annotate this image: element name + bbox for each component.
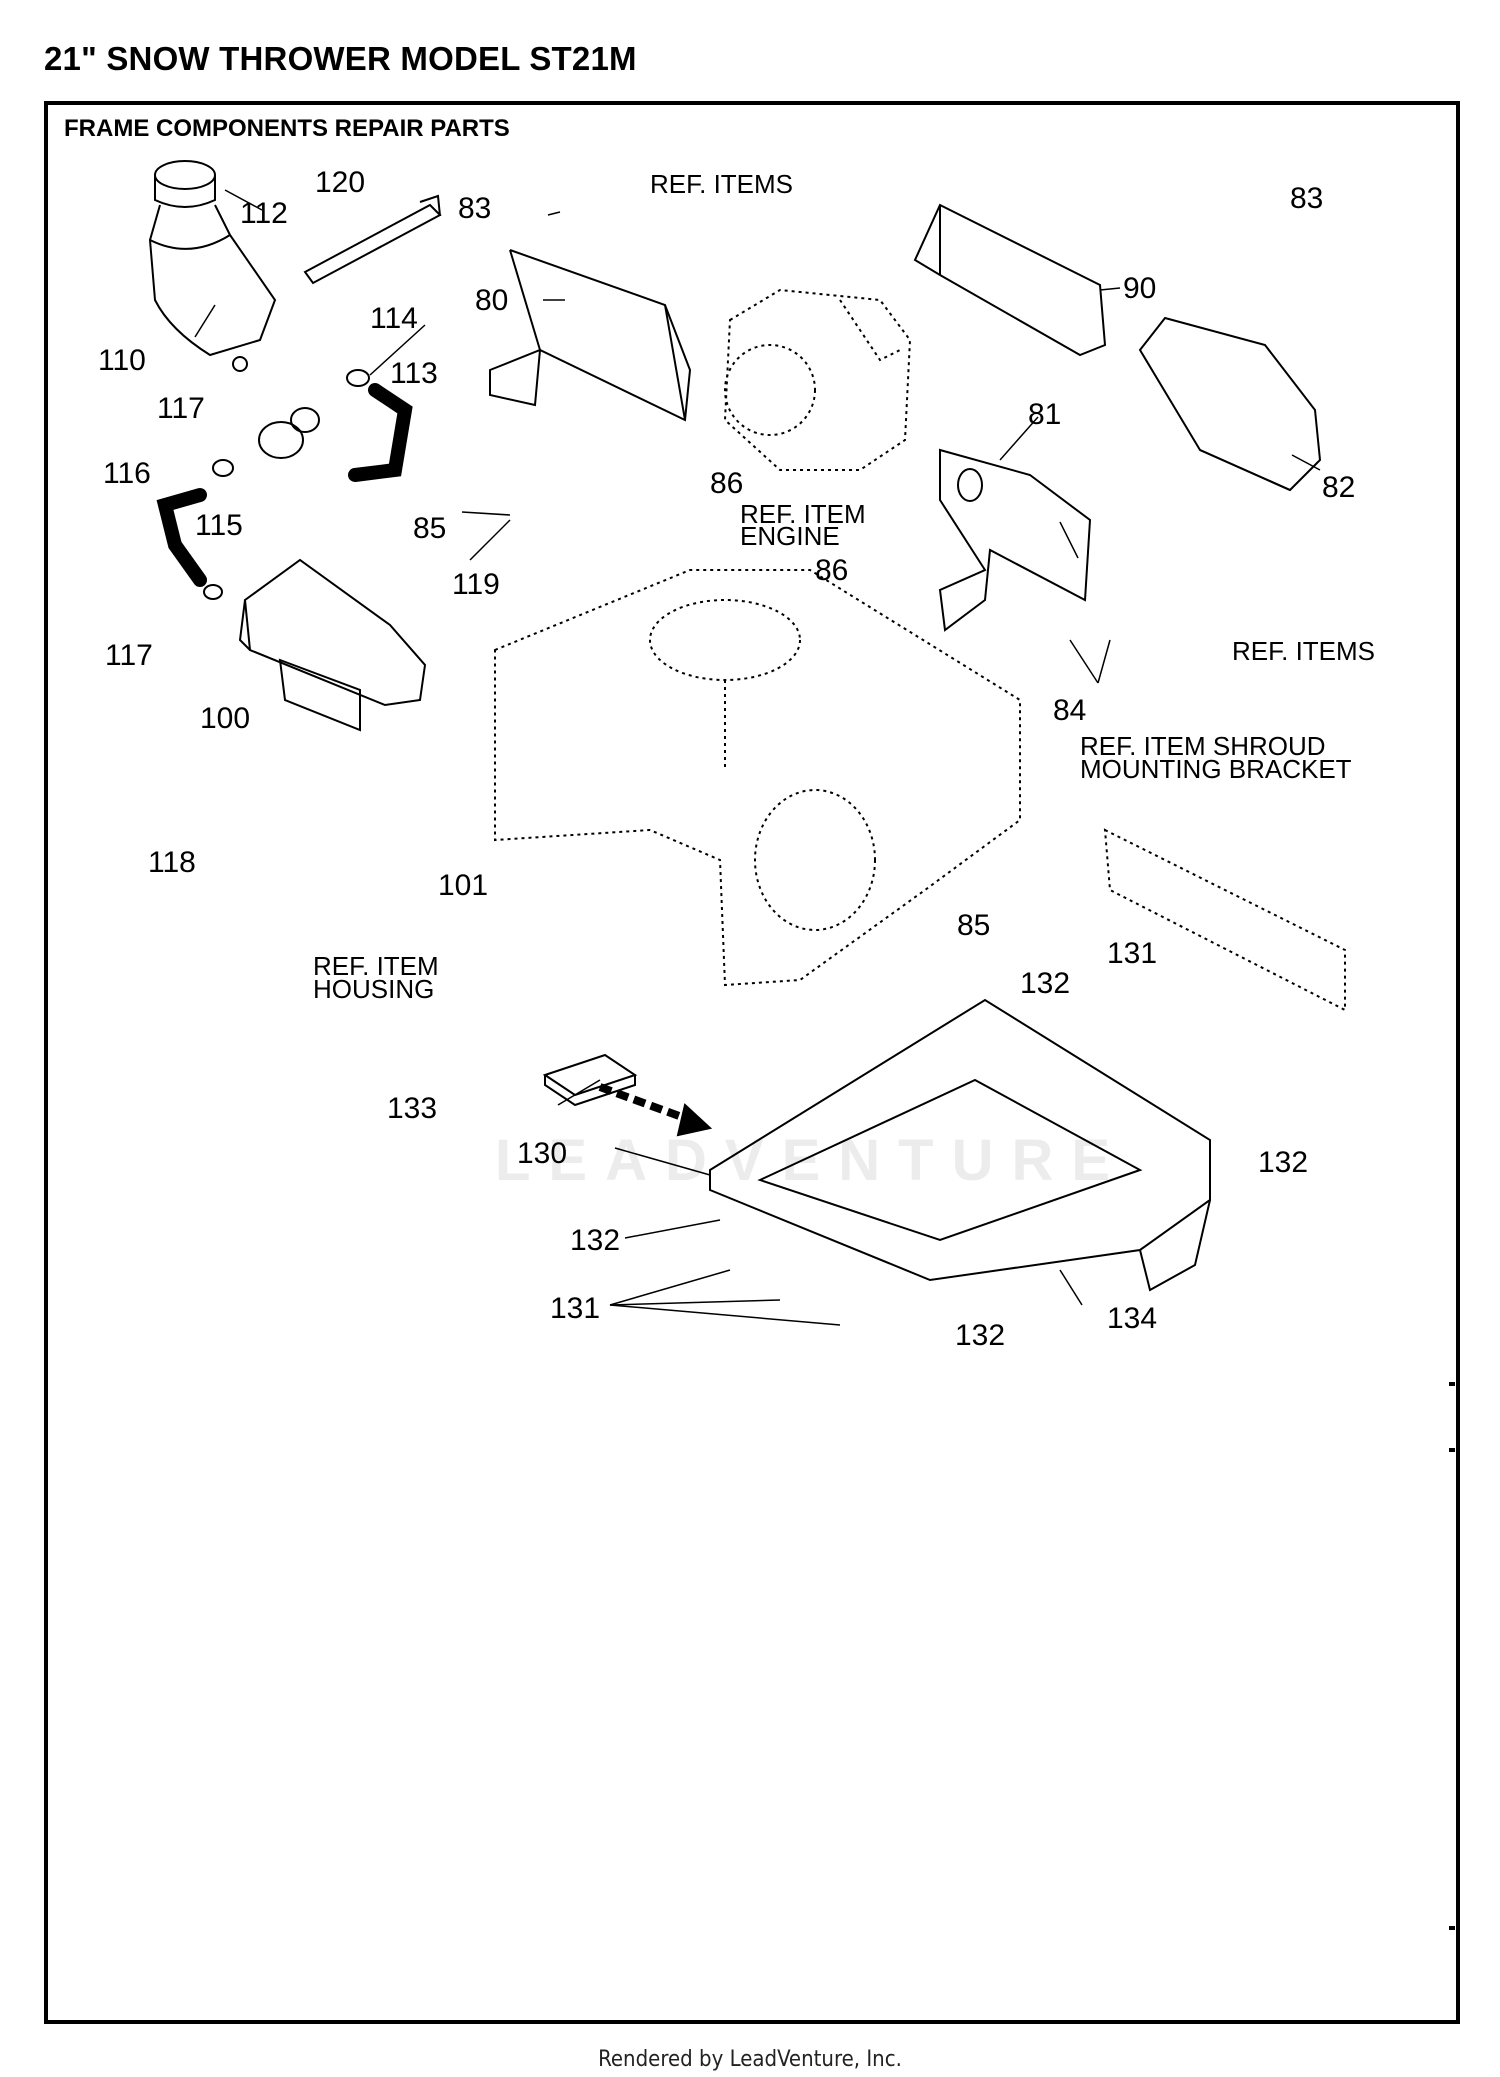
callout-label: 90 xyxy=(1123,272,1156,305)
callout-label: 116 xyxy=(103,457,151,490)
ref-item-engine-label: REF. ITEM xyxy=(740,499,866,529)
pad-133-drawing xyxy=(542,1053,638,1107)
ref-item-shroud-label: MOUNTING BRACKET xyxy=(1080,754,1352,784)
callout-label: 80 xyxy=(475,284,508,317)
callout-label: 131 xyxy=(550,1292,600,1325)
callout-label: 85 xyxy=(413,512,446,545)
reference-labels: REF. ITEMS REF. ITEM ENGINE REF. ITEMS R… xyxy=(313,169,1375,1004)
callout-label: 112 xyxy=(240,197,288,230)
frame-edge-mark xyxy=(1449,1382,1455,1386)
housing-ref-drawing xyxy=(494,569,1021,987)
callout-label: 119 xyxy=(452,568,500,601)
callout-label: 132 xyxy=(1258,1146,1308,1179)
fuel-tank-drawing xyxy=(148,160,277,372)
callout-label: 100 xyxy=(200,702,250,735)
frame-edge-mark xyxy=(1449,1926,1455,1930)
callout-label: 132 xyxy=(570,1224,620,1257)
callout-label: 83 xyxy=(458,192,491,225)
callout-label: 132 xyxy=(955,1319,1005,1352)
callout-label: 83 xyxy=(1290,182,1323,215)
ref-item-engine-label: ENGINE xyxy=(740,521,840,551)
hose-drawing xyxy=(156,383,413,587)
ref-item-housing-label: HOUSING xyxy=(313,974,434,1004)
callout-label: 130 xyxy=(517,1137,567,1170)
arrow-head xyxy=(676,1103,713,1137)
shroud-bracket-ref-drawing xyxy=(1103,828,1346,1012)
callout-label: 133 xyxy=(387,1092,437,1125)
watermark-text: LEADVENTURE xyxy=(495,1128,1128,1193)
callout-label: 81 xyxy=(1028,398,1061,431)
callout-label: 84 xyxy=(1053,694,1086,727)
page-title: 21" SNOW THROWER MODEL ST21M xyxy=(44,40,637,77)
callout-label: 118 xyxy=(148,846,196,879)
callout-label: 82 xyxy=(1322,471,1355,504)
section-title: FRAME COMPONENTS REPAIR PARTS xyxy=(64,115,510,142)
leader-lines xyxy=(194,189,1321,1326)
callout-label: 114 xyxy=(370,302,418,335)
cover-82-drawing xyxy=(1138,316,1322,492)
bracket-81-drawing xyxy=(938,448,1092,632)
ref-item-shroud-label: REF. ITEM SHROUD xyxy=(1080,731,1326,761)
ref-items-label: REF. ITEMS xyxy=(650,169,793,199)
callout-label: 86 xyxy=(815,554,848,587)
callout-label: 85 xyxy=(957,909,990,942)
callout-label: 132 xyxy=(1020,967,1070,1000)
callout-labels: 112 120 83 83 80 90 110 114 113 117 116 … xyxy=(98,166,1355,1352)
callout-label: 117 xyxy=(105,639,153,672)
footer-credit: Rendered by LeadVenture, Inc. xyxy=(598,2047,902,2072)
ref-item-housing-label: REF. ITEM xyxy=(313,951,439,981)
frame-edge-mark xyxy=(1449,1448,1455,1452)
callout-label: 101 xyxy=(438,869,488,902)
callout-label: 117 xyxy=(157,392,205,425)
direction-arrow xyxy=(598,1083,692,1124)
bracket-90-drawing xyxy=(913,203,1107,357)
clamp-drawings xyxy=(203,369,370,600)
callout-label: 110 xyxy=(98,344,146,377)
bracket-80-drawing xyxy=(489,249,692,422)
bracket-120-drawing xyxy=(303,194,442,285)
diagram-frame xyxy=(44,101,1460,2024)
engine-ref-drawing xyxy=(723,288,912,471)
callout-label: 131 xyxy=(1107,937,1157,970)
callout-label: 113 xyxy=(390,357,438,390)
callout-label: 120 xyxy=(315,166,365,199)
base-plate-130-drawing xyxy=(709,998,1211,1292)
shroud-100-drawing xyxy=(238,558,427,732)
ref-items-label: REF. ITEMS xyxy=(1232,636,1375,666)
callout-label: 134 xyxy=(1107,1302,1157,1335)
part-drawings xyxy=(148,160,1346,1326)
callout-label: 115 xyxy=(195,509,243,542)
callout-label: 86 xyxy=(710,467,743,500)
